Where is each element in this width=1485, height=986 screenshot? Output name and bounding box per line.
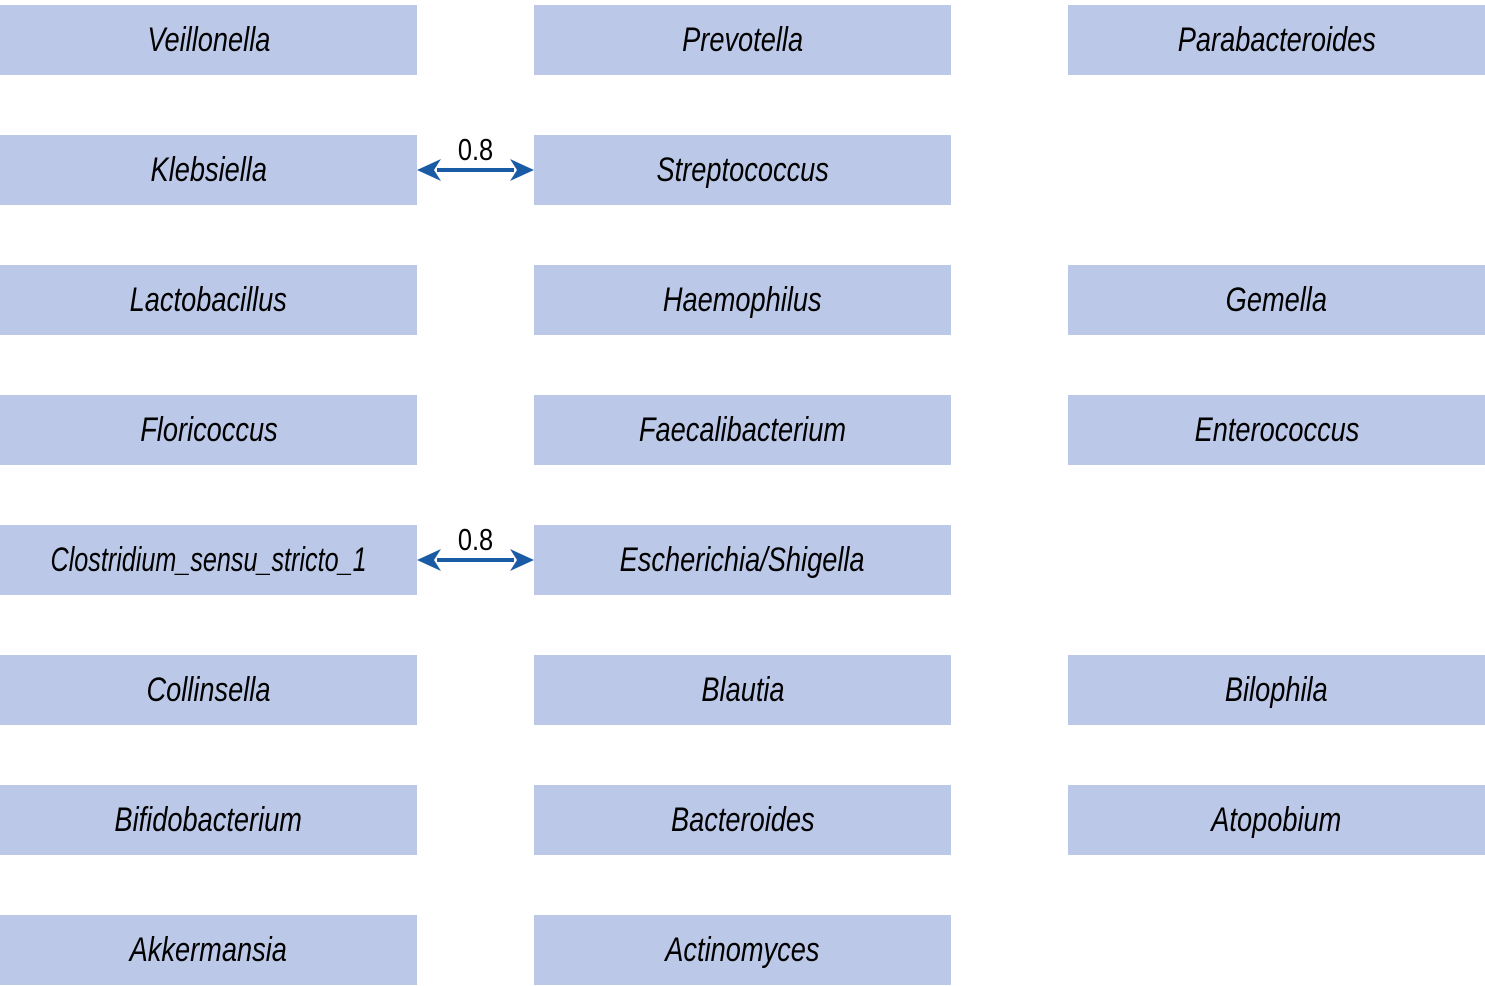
node-faecalibacterium[interactable]: Faecalibacterium — [534, 395, 951, 465]
node-klebsiella[interactable]: Klebsiella — [0, 135, 417, 205]
node-gemella[interactable]: Gemella — [1068, 265, 1485, 335]
edge-weight-label: 0.8 — [457, 522, 494, 557]
node-label: Escherichia/Shigella — [620, 541, 865, 579]
node-bilophila[interactable]: Bilophila — [1068, 655, 1485, 725]
node-label: Actinomyces — [665, 931, 820, 969]
node-clostridium-sensu-stricto-1[interactable]: Clostridium_sensu_stricto_1 — [0, 525, 417, 595]
node-streptococcus[interactable]: Streptococcus — [534, 135, 951, 205]
node-enterococcus[interactable]: Enterococcus — [1068, 395, 1485, 465]
node-blautia[interactable]: Blautia — [534, 655, 951, 725]
edge-clostridium-sensu-stricto-1-to-escherichia-shigella[interactable]: 0.8 — [417, 524, 534, 582]
node-floricoccus[interactable]: Floricoccus — [0, 395, 417, 465]
node-parabacteroides[interactable]: Parabacteroides — [1068, 5, 1485, 75]
node-lactobacillus[interactable]: Lactobacillus — [0, 265, 417, 335]
double-headed-arrow-icon — [417, 159, 534, 181]
node-label: Streptococcus — [656, 151, 829, 189]
node-label: Faecalibacterium — [638, 411, 847, 449]
node-bifidobacterium[interactable]: Bifidobacterium — [0, 785, 417, 855]
node-label: Clostridium_sensu_stricto_1 — [50, 541, 367, 579]
node-label: Lactobacillus — [129, 281, 288, 319]
node-label: Prevotella — [682, 21, 803, 59]
node-label: Enterococcus — [1194, 411, 1359, 449]
node-label: Veillonella — [146, 21, 270, 59]
node-label: Collinsella — [146, 671, 271, 709]
node-label: Gemella — [1225, 281, 1328, 319]
node-collinsella[interactable]: Collinsella — [0, 655, 417, 725]
node-label: Parabacteroides — [1177, 21, 1376, 59]
node-atopobium[interactable]: Atopobium — [1068, 785, 1485, 855]
node-akkermansia[interactable]: Akkermansia — [0, 915, 417, 985]
node-label: Bilophila — [1225, 671, 1328, 709]
node-label: Akkermansia — [129, 931, 288, 969]
edge-weight-label: 0.8 — [457, 132, 494, 167]
node-escherichia-shigella[interactable]: Escherichia/Shigella — [534, 525, 951, 595]
node-actinomyces[interactable]: Actinomyces — [534, 915, 951, 985]
node-veillonella[interactable]: Veillonella — [0, 5, 417, 75]
node-prevotella[interactable]: Prevotella — [534, 5, 951, 75]
node-label: Atopobium — [1211, 801, 1342, 839]
node-label: Klebsiella — [150, 151, 267, 189]
node-haemophilus[interactable]: Haemophilus — [534, 265, 951, 335]
node-label: Bacteroides — [670, 801, 815, 839]
node-label: Floricoccus — [139, 411, 278, 449]
node-label: Haemophilus — [663, 281, 822, 319]
node-bacteroides[interactable]: Bacteroides — [534, 785, 951, 855]
node-label: Bifidobacterium — [114, 801, 303, 839]
node-label: Blautia — [700, 671, 785, 709]
edge-klebsiella-to-streptococcus[interactable]: 0.8 — [417, 134, 534, 192]
double-headed-arrow-icon — [417, 549, 534, 571]
